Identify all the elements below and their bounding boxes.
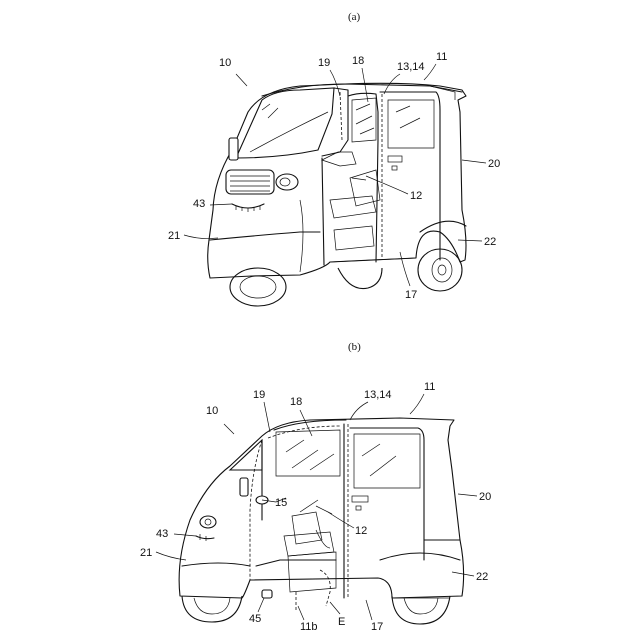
front-wheel-a [230,268,286,306]
label-11b-b: 11b [300,621,318,633]
label-18-a: 18 [352,55,364,67]
label-10-a: 10 [219,57,231,69]
pedal-b [262,590,272,598]
floor-b [256,560,336,566]
label-12-a: 12 [410,190,422,202]
door-glass-b [276,430,340,476]
rear-window-a [388,100,434,148]
label-15-b: 15 [275,497,287,509]
rear-fender-a [420,221,466,232]
side-mirror-a [229,138,238,160]
label-21-a: 21 [168,230,180,242]
door-handle-b [352,496,368,502]
seat-a [330,170,380,250]
slide-door-a [380,92,440,260]
label-19-a: 19 [318,57,330,69]
label-45-b: 45 [249,613,261,625]
label-17-b: 17 [371,621,383,633]
region-e-b [320,570,330,606]
middle-wheel-a [338,268,382,289]
rear-fender-b [380,553,460,560]
lamp-a [232,204,264,212]
front-cowl-b [182,563,250,566]
label-17-a: 17 [405,289,417,301]
label-43-a: 43 [193,198,205,210]
front-wheel-b [182,596,242,622]
label-12-b: 12 [355,525,367,537]
label-20-b: 20 [479,491,491,503]
label-20-a: 20 [488,158,500,170]
label-11-a: 11 [436,51,447,63]
windshield-b [230,440,262,470]
windshield-a [236,88,334,158]
caption-a: (a) [348,11,361,23]
door-handle-a [388,156,402,162]
door-opening-a [348,93,378,262]
mirror-a [322,152,356,166]
label-22-a: 22 [484,236,496,248]
front-face-b [196,478,248,541]
front-cowl-a [210,232,320,240]
rear-wheel-b [392,596,450,624]
label-1314-b: 13,14 [364,389,392,401]
caption-b: (b) [348,341,361,353]
label-21-b: 21 [140,547,152,559]
rear-window-b [354,434,420,488]
front-grille-a [226,170,298,194]
slide-door-b [350,428,424,560]
label-18-b: 18 [290,396,302,408]
label-19-b: 19 [253,389,265,401]
label-10-b: 10 [206,405,218,417]
label-e-b: E [338,616,345,628]
figure-b: (b) [140,341,491,633]
label-11-b: 11 [424,381,435,393]
roof-line-b [274,420,346,430]
label-1314-a: 13,14 [397,61,425,73]
label-43-b: 43 [156,528,168,540]
figure-a: (a) [168,11,500,306]
label-22-b: 22 [476,571,488,583]
